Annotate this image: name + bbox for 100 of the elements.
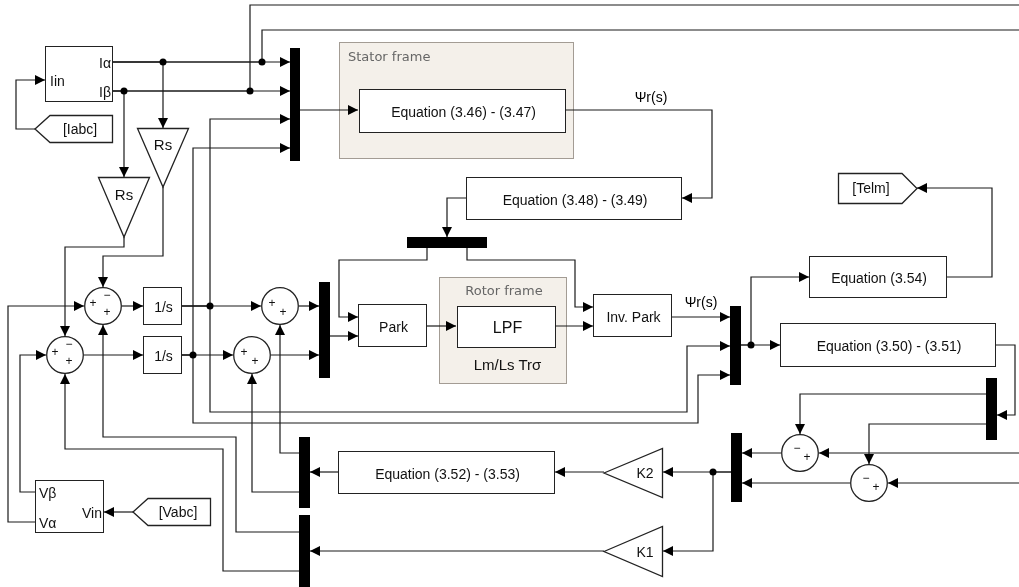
subsystem-block — [35, 480, 104, 533]
signal-arrow — [329, 331, 359, 341]
sign-label: − — [793, 441, 801, 455]
mux-bar — [731, 433, 742, 502]
signal-line — [112, 4, 1019, 92]
block-label: Iβ — [99, 84, 111, 100]
sign-label: − — [103, 288, 111, 302]
frame-title: Rotor frame — [465, 284, 543, 298]
signal-arrow — [15, 75, 46, 130]
signal-arrow — [98, 186, 164, 288]
sign-label: + — [89, 296, 97, 310]
signal-arrow — [83, 350, 144, 360]
signal-arrow — [298, 301, 320, 311]
block-label: K2 — [636, 465, 654, 481]
block-label: Vα — [39, 515, 57, 531]
signal-arrow — [554, 467, 605, 477]
block-label: Equation (3.50) - (3.51) — [816, 338, 962, 354]
block-label: Equation (3.46) - (3.47) — [391, 104, 536, 120]
gain-triangle — [98, 177, 150, 237]
integrator-block — [143, 336, 182, 374]
signal-arrow — [795, 393, 987, 435]
function-block — [358, 304, 427, 347]
signal-arrow — [426, 321, 457, 331]
function-block — [593, 294, 672, 337]
mux-bar — [730, 306, 741, 385]
sign-label: + — [251, 354, 259, 368]
signal-arrow — [916, 183, 993, 278]
sum-circle — [84, 287, 122, 325]
signal-arrow — [121, 301, 144, 311]
gain-triangle — [604, 448, 663, 498]
mux-bar — [407, 237, 487, 248]
sign-label: + — [268, 296, 276, 310]
block-label: [Iabc] — [62, 121, 98, 137]
signal-arrow — [309, 546, 605, 556]
signal-arrow — [103, 507, 134, 517]
frame-area — [439, 277, 567, 384]
signal-arrow — [741, 448, 782, 458]
signal-line — [112, 29, 1019, 63]
signal-tag — [838, 173, 917, 204]
sign-label: + — [872, 480, 880, 494]
sum-circle — [233, 336, 271, 374]
edge-label: Ψr(s) — [633, 89, 669, 105]
sum-circle — [261, 287, 299, 325]
sign-label: − — [65, 337, 73, 351]
sign-label: + — [51, 345, 59, 359]
sign-label: − — [862, 471, 870, 485]
sign-label: + — [240, 345, 248, 359]
signal-arrow — [671, 312, 731, 322]
sign-label: + — [65, 354, 73, 368]
gain-triangle — [137, 128, 189, 187]
equation-block — [780, 323, 996, 367]
block-label: Park — [379, 319, 408, 334]
sign-label: + — [279, 305, 287, 319]
block-label: Vin — [82, 505, 102, 521]
sum-circle — [781, 434, 819, 472]
block-label: Equation (3.54) — [831, 270, 927, 286]
signal-arrow — [564, 109, 713, 203]
signal-arrow — [60, 236, 125, 337]
block-label: Vβ — [39, 485, 57, 501]
gain-triangle — [604, 526, 663, 577]
signal-arrow — [19, 350, 47, 493]
signal-arrow — [275, 324, 300, 454]
sum-circle — [46, 336, 84, 374]
equation-block — [466, 177, 682, 220]
mux-bar — [986, 378, 997, 440]
block-label: [Telm] — [852, 180, 890, 196]
edge-label: Ψr(s) — [683, 294, 719, 310]
signal-arrow — [338, 247, 428, 322]
block-label: 1/s — [154, 348, 173, 364]
frame-area — [339, 42, 574, 159]
integrator-block — [143, 287, 182, 325]
signal-arrow — [270, 350, 320, 360]
signal-arrow — [995, 344, 1016, 420]
mux-bar — [290, 48, 300, 161]
signal-arrow — [554, 321, 594, 331]
parameter-label: Lm/Ls Trσ — [473, 357, 542, 373]
signal-arrow — [864, 423, 987, 465]
signal-arrow — [442, 197, 467, 238]
signal-arrow — [466, 247, 594, 312]
block-label: [Vabc] — [158, 504, 198, 520]
equation-block — [359, 89, 566, 133]
block-label: Iα — [99, 55, 111, 71]
mux-bar — [299, 515, 310, 587]
signal-arrow — [60, 373, 300, 572]
block-label: Rs — [153, 137, 173, 153]
signal-tag — [133, 498, 211, 526]
sign-label: + — [803, 450, 811, 464]
block-label: Iin — [50, 73, 65, 89]
signal-arrow — [181, 305, 731, 413]
signal-arrow — [181, 354, 731, 424]
signal-arrow — [299, 105, 359, 115]
signal-arrow — [7, 301, 85, 523]
signal-arrow — [98, 324, 300, 533]
frame-title: Stator frame — [348, 50, 431, 64]
sign-label: + — [103, 305, 111, 319]
signal-arrow — [887, 478, 1019, 488]
block-label: Rs — [114, 187, 134, 203]
mux-bar — [319, 282, 330, 378]
block-label: Inv. Park — [606, 309, 661, 324]
mux-bar — [299, 437, 310, 508]
